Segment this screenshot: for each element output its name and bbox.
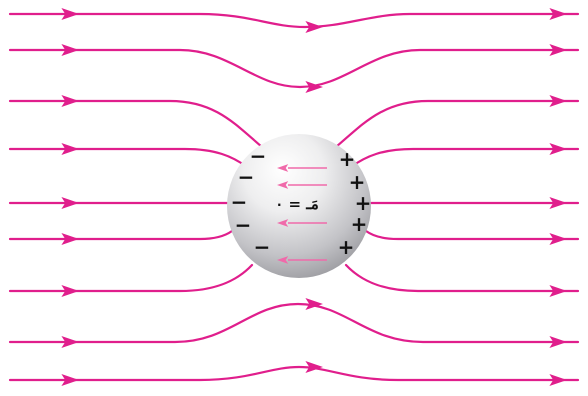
positive-charge: +: [355, 191, 372, 215]
negative-charge: −: [231, 190, 248, 214]
field-line: [8, 263, 580, 293]
internal-arrow-icon: [277, 164, 289, 172]
positive-charge: +: [338, 235, 355, 259]
field-line: [8, 365, 580, 382]
negative-charge: −: [235, 213, 252, 237]
field-line: [8, 302, 580, 344]
field-arrow-icon: [61, 43, 79, 57]
field-arrow-icon: [305, 297, 323, 311]
field-arrow-icon: [305, 360, 323, 374]
field-arrow-icon: [549, 7, 567, 21]
internal-field-label: مَـ = ٠: [275, 195, 319, 213]
field-line: [8, 48, 580, 89]
field-arrow-icon: [305, 20, 323, 34]
field-arrow-icon: [305, 80, 323, 94]
positive-charges: + + + + +: [338, 147, 372, 259]
field-arrow-icon: [549, 94, 567, 108]
internal-arrow-icon: [277, 256, 289, 264]
internal-arrow-icon: [277, 219, 289, 227]
negative-charge: −: [254, 235, 271, 259]
conducting-sphere: [227, 134, 371, 278]
field-lines: [8, 7, 580, 387]
field-line: [8, 12, 580, 29]
field-arrow-icon: [549, 43, 567, 57]
field-arrow-icon: [61, 335, 79, 349]
field-arrow-icon: [549, 196, 567, 210]
field-line: [8, 229, 580, 241]
field-arrow-icon: [61, 142, 79, 156]
field-arrow-icon: [549, 142, 567, 156]
field-arrow-icon: [61, 7, 79, 21]
field-arrow-icon: [61, 284, 79, 298]
field-arrow-icon: [549, 232, 567, 246]
negative-charges: − − − − −: [231, 144, 271, 259]
field-arrow-icon: [61, 232, 79, 246]
positive-charge: +: [351, 212, 368, 236]
positive-charge: +: [339, 147, 356, 171]
internal-field-arrows: [277, 164, 327, 264]
negative-charge: −: [238, 165, 255, 189]
field-arrow-icon: [549, 335, 567, 349]
negative-charge: −: [250, 144, 267, 168]
field-arrow-icon: [549, 373, 567, 387]
internal-arrow-icon: [277, 181, 289, 189]
field-arrow-icon: [61, 196, 79, 210]
field-arrow-icon: [61, 94, 79, 108]
field-line: [8, 99, 580, 149]
field-arrow-icon: [61, 373, 79, 387]
field-arrow-icon: [549, 284, 567, 298]
positive-charge: +: [349, 170, 366, 194]
